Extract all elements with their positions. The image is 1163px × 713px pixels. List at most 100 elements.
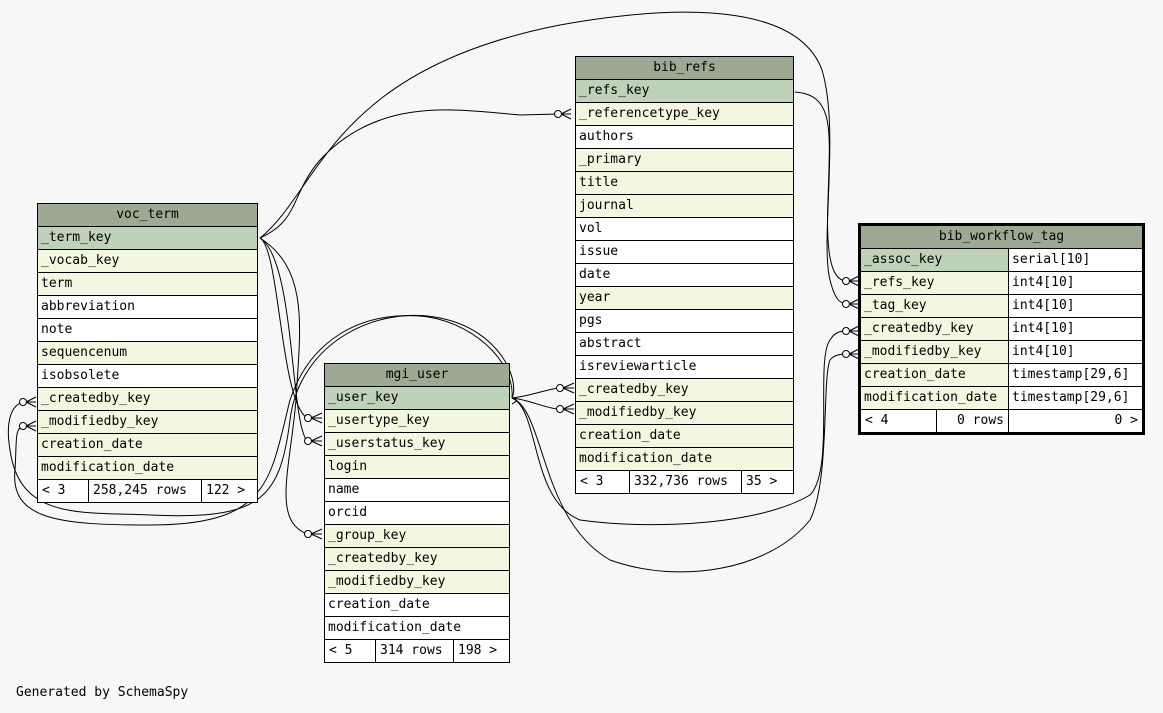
column-row[interactable]: _refs_key (576, 80, 793, 103)
parents-link[interactable]: < 5 (329, 643, 353, 658)
column-name: creation_date (328, 597, 430, 612)
edge-user-to-refs-createdby (511, 387, 559, 399)
column-row[interactable]: _createdby_key (38, 388, 257, 411)
column-row[interactable]: _createdby_key (325, 548, 509, 571)
column-row[interactable]: _modifiedby_key (38, 411, 257, 434)
generated-by-note: Generated by SchemaSpy (16, 685, 189, 700)
column-row[interactable]: term (38, 273, 257, 296)
table-title[interactable]: bib_refs (576, 57, 793, 80)
column-row[interactable]: sequencenum (38, 342, 257, 365)
column-row[interactable]: login (325, 456, 509, 479)
table-bib-refs[interactable]: bib_refs _refs_key _referencetype_key au… (575, 56, 794, 494)
column-row[interactable]: _group_key (325, 525, 509, 548)
edge-term-to-userstatus (259, 237, 308, 442)
column-row[interactable]: _referencetype_key (576, 103, 793, 126)
column-row[interactable]: _createdby_key (576, 379, 793, 402)
parents-link[interactable]: < 4 (865, 413, 889, 428)
column-name: abstract (579, 336, 642, 351)
parents-link[interactable]: < 3 (42, 483, 66, 498)
column-row[interactable]: creation_date (38, 434, 257, 457)
edge-refs-to-refskey (794, 91, 847, 282)
column-name: _refs_key (579, 83, 650, 98)
column-row[interactable]: journal (576, 195, 793, 218)
children-link[interactable]: 0 > (1008, 410, 1142, 432)
table-voc-term[interactable]: voc_term _term_key _vocab_key term abbre… (37, 203, 258, 503)
column-row[interactable]: modification_date (576, 448, 793, 471)
table-footer: < 3 332,736 rows 35 > (576, 471, 793, 493)
column-row[interactable]: modification_date timestamp[29,6] (861, 387, 1142, 410)
column-row[interactable]: _usertype_key (325, 410, 509, 433)
column-row[interactable]: _assoc_key serial[10] (861, 249, 1142, 272)
column-name: name (328, 482, 360, 497)
children-link[interactable]: 35 > (741, 471, 793, 493)
column-row[interactable]: _modifiedby_key (576, 402, 793, 425)
column-row[interactable]: name (325, 479, 509, 502)
column-name: _userstatus_key (328, 436, 446, 451)
column-row[interactable]: _refs_key int4[10] (861, 272, 1142, 295)
column-name: abbreviation (41, 299, 135, 314)
column-name: _assoc_key (861, 249, 1008, 271)
column-row[interactable]: title (576, 172, 793, 195)
column-row[interactable]: orcid (325, 502, 509, 525)
column-name: _createdby_key (41, 391, 151, 406)
column-row[interactable]: _userstatus_key (325, 433, 509, 456)
column-row[interactable]: modification_date (38, 457, 257, 480)
column-row[interactable]: _vocab_key (38, 250, 257, 273)
column-row[interactable]: _modifiedby_key int4[10] (861, 341, 1142, 364)
column-name: modification_date (328, 620, 462, 635)
column-row[interactable]: pgs (576, 310, 793, 333)
column-row[interactable]: date (576, 264, 793, 287)
column-row[interactable]: authors (576, 126, 793, 149)
column-name: issue (579, 244, 619, 259)
column-name: _modifiedby_key (328, 574, 446, 589)
column-name: _term_key (41, 230, 112, 245)
column-row[interactable]: _term_key (38, 227, 257, 250)
table-title[interactable]: mgi_user (325, 364, 509, 387)
column-row[interactable]: _user_key (325, 387, 509, 410)
children-link[interactable]: 122 > (201, 480, 257, 502)
row-count: 258,245 rows (88, 480, 201, 502)
column-row[interactable]: _tag_key int4[10] (861, 295, 1142, 318)
row-count: 332,736 rows (629, 471, 741, 493)
table-footer: < 5 314 rows 198 > (325, 640, 509, 662)
column-name: _refs_key (861, 272, 1008, 294)
column-row[interactable]: abbreviation (38, 296, 257, 319)
column-row[interactable]: creation_date (325, 594, 509, 617)
column-name: _vocab_key (41, 253, 120, 268)
column-type: serial[10] (1008, 249, 1142, 271)
column-name: isobsolete (41, 368, 120, 383)
parents-link[interactable]: < 3 (580, 474, 604, 489)
column-row[interactable]: note (38, 319, 257, 342)
children-link[interactable]: 198 > (453, 640, 509, 662)
column-row[interactable]: _modifiedby_key (325, 571, 509, 594)
column-name: _createdby_key (579, 382, 689, 397)
column-row[interactable]: year (576, 287, 793, 310)
column-name: note (41, 322, 73, 337)
column-name: isreviewarticle (579, 359, 697, 374)
table-title[interactable]: bib_workflow_tag (861, 226, 1142, 249)
column-name: modification_date (579, 451, 713, 466)
table-footer: < 3 258,245 rows 122 > (38, 480, 257, 502)
column-row[interactable]: isreviewarticle (576, 356, 793, 379)
edge-term-to-usertype (259, 237, 308, 419)
edge-user-to-refs-modifiedby (511, 397, 559, 410)
table-mgi-user[interactable]: mgi_user _user_key _usertype_key _userst… (324, 363, 510, 663)
column-name: _modifiedby_key (41, 414, 159, 429)
table-title[interactable]: voc_term (38, 204, 257, 227)
column-row[interactable]: vol (576, 218, 793, 241)
column-row[interactable]: modification_date (325, 617, 509, 640)
column-name: creation_date (861, 364, 1008, 386)
column-row[interactable]: _createdby_key int4[10] (861, 318, 1142, 341)
column-row[interactable]: isobsolete (38, 365, 257, 388)
column-row[interactable]: creation_date timestamp[29,6] (861, 364, 1142, 387)
column-row[interactable]: creation_date (576, 425, 793, 448)
column-name: vol (579, 221, 603, 236)
table-bib-workflow-tag[interactable]: bib_workflow_tag _assoc_key serial[10] _… (858, 223, 1145, 435)
column-row[interactable]: abstract (576, 333, 793, 356)
column-name: journal (579, 198, 634, 213)
column-name: _modifiedby_key (579, 405, 697, 420)
column-row[interactable]: issue (576, 241, 793, 264)
column-row[interactable]: _primary (576, 149, 793, 172)
column-name: term (41, 276, 73, 291)
column-name: _referencetype_key (579, 106, 720, 121)
